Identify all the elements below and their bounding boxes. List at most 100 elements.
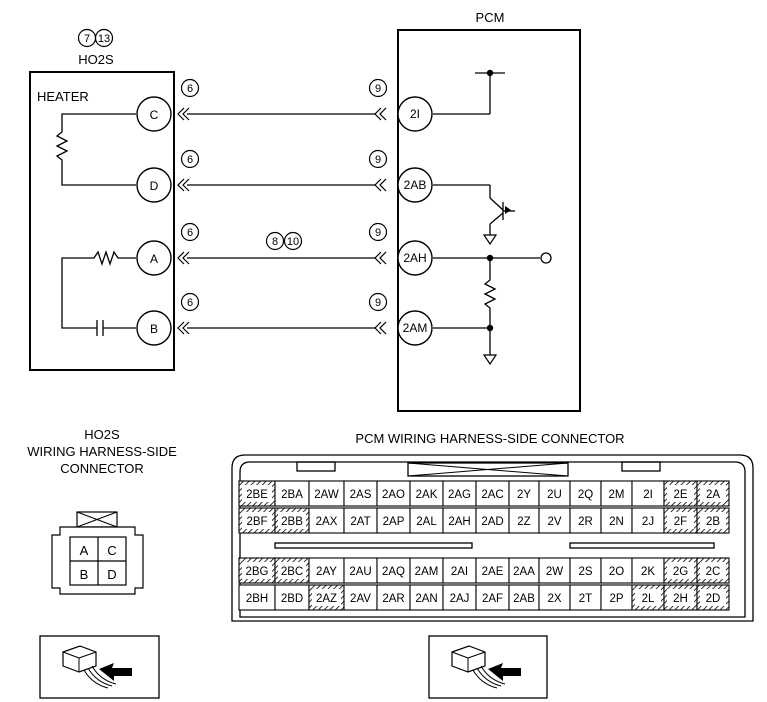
svg-text:2BG: 2BG <box>245 566 268 578</box>
pcm-cell-2h: 2H <box>663 584 698 611</box>
svg-text:HO2S: HO2S <box>84 427 120 442</box>
junction-node <box>486 254 494 262</box>
pcm-cell-2bf: 2BF <box>238 507 276 534</box>
pcm-cell-2a: 2A <box>696 480 730 507</box>
pcm-cell-2aa: 2AA <box>508 557 540 584</box>
pcm-cell-2s: 2S <box>569 557 602 584</box>
ho2s-cell-b: B <box>80 567 89 582</box>
svg-text:2AF: 2AF <box>482 593 503 605</box>
svg-text:9: 9 <box>375 83 381 95</box>
power-node <box>486 69 494 77</box>
svg-text:2Z: 2Z <box>517 516 530 528</box>
svg-text:2AK: 2AK <box>416 489 438 501</box>
svg-text:2AM: 2AM <box>415 566 439 578</box>
svg-text:9: 9 <box>375 227 381 239</box>
ho2s-cell-a: A <box>80 543 89 558</box>
pcm-cell-2ax: 2AX <box>308 507 345 534</box>
pcm-pin-callout: 9 <box>368 222 388 242</box>
pcm-cell-2w: 2W <box>538 557 571 584</box>
svg-text:13: 13 <box>98 33 110 45</box>
svg-text:B: B <box>150 322 158 336</box>
svg-text:2BB: 2BB <box>281 516 303 528</box>
pcm-cell-2af: 2AF <box>475 584 510 611</box>
pcm-cell-2z: 2Z <box>508 507 540 534</box>
pcm-cell-2t: 2T <box>569 584 602 611</box>
svg-text:2AH: 2AH <box>448 516 470 528</box>
pcm-cell-2m: 2M <box>600 480 633 507</box>
pcm-cell-2g: 2G <box>663 557 698 584</box>
pcm-internal-circuit <box>433 72 540 355</box>
ho2s-pin-callout: 6 <box>180 149 200 169</box>
pcm-connector-view-icon <box>428 635 548 699</box>
svg-text:2O: 2O <box>609 566 624 578</box>
svg-text:2AP: 2AP <box>383 516 405 528</box>
svg-text:2G: 2G <box>673 566 688 578</box>
svg-text:2AX: 2AX <box>316 516 338 528</box>
pcm-cell-2c: 2C <box>696 557 730 584</box>
svg-text:2AY: 2AY <box>316 566 337 578</box>
pcm-cell-2ao: 2AO <box>376 480 411 507</box>
ho2s-pin-callout: 6 <box>180 78 200 98</box>
svg-text:2B: 2B <box>706 516 720 528</box>
pcm-cell-2aw: 2AW <box>308 480 345 507</box>
svg-text:2AW: 2AW <box>314 489 339 501</box>
pcm-cell-2aq: 2AQ <box>376 557 411 584</box>
connector-chevron-icon <box>374 107 387 121</box>
pcm-cell-2ba: 2BA <box>274 480 310 507</box>
pcm-cell-2ab: 2AB <box>508 584 540 611</box>
svg-text:2AS: 2AS <box>350 489 372 501</box>
svg-text:6: 6 <box>187 297 193 309</box>
pcm-pin-2i: 2I9 <box>368 78 433 132</box>
pcm-cell-2av: 2AV <box>343 584 378 611</box>
ho2s-pin-c: C6 <box>136 78 200 132</box>
svg-text:2BE: 2BE <box>246 489 268 501</box>
heater-resistor <box>55 113 136 186</box>
svg-text:9: 9 <box>375 297 381 309</box>
connector-chevron-icon <box>374 251 387 265</box>
pcm-cell-2be: 2BE <box>238 480 276 507</box>
pcm-cell-2x: 2X <box>538 584 571 611</box>
pcm-cell-2n: 2N <box>600 507 633 534</box>
svg-text:2A: 2A <box>706 489 720 501</box>
connector-chevron-icon <box>177 321 190 335</box>
svg-text:2AJ: 2AJ <box>450 593 470 605</box>
connector-chevron-icon <box>374 321 387 335</box>
svg-text:7: 7 <box>84 33 90 45</box>
output-terminal <box>540 252 552 264</box>
pcm-cell-2ag: 2AG <box>442 480 477 507</box>
svg-text:2S: 2S <box>578 566 592 578</box>
svg-text:2AN: 2AN <box>415 593 437 605</box>
svg-text:2W: 2W <box>546 566 563 578</box>
pcm-cell-2al: 2AL <box>409 507 444 534</box>
ho2s-pin-callout: 6 <box>180 292 200 312</box>
pcm-box <box>397 29 581 412</box>
pcm-cell-2aj: 2AJ <box>442 584 477 611</box>
pcm-cell-2q: 2Q <box>569 480 602 507</box>
svg-text:2V: 2V <box>547 516 561 528</box>
svg-text:2C: 2C <box>706 566 721 578</box>
svg-text:2AO: 2AO <box>382 489 405 501</box>
svg-text:2AE: 2AE <box>482 566 504 578</box>
wire-callout-8: 8 <box>265 231 285 251</box>
svg-text:2N: 2N <box>609 516 624 528</box>
pcm-cell-2y: 2Y <box>508 480 540 507</box>
connector-chevron-icon <box>177 251 190 265</box>
svg-text:6: 6 <box>187 154 193 166</box>
pcm-cell-2bd: 2BD <box>274 584 310 611</box>
pcm-cell-2l: 2L <box>631 584 665 611</box>
svg-text:2AZ: 2AZ <box>316 593 337 605</box>
pcm-cell-2bg: 2BG <box>238 557 276 584</box>
pcm-cell-2ah: 2AH <box>442 507 477 534</box>
pcm-cell-2ac: 2AC <box>475 480 510 507</box>
pcm-pin-callout: 9 <box>368 292 388 312</box>
pcm-cell-2ap: 2AP <box>376 507 411 534</box>
svg-text:2J: 2J <box>642 516 654 528</box>
svg-text:2AH: 2AH <box>403 251 426 265</box>
pcm-cell-2ai: 2AI <box>442 557 477 584</box>
ho2s-pin-a: A6 <box>136 222 200 276</box>
ho2s-connector-face: A C B D <box>51 511 144 595</box>
pcm-pin-callout: 9 <box>368 78 388 98</box>
svg-text:C: C <box>150 108 159 122</box>
pcm-cell-2ae: 2AE <box>475 557 510 584</box>
ho2s-connector-title: HO2S WIRING HARNESS-SIDE CONNECTOR <box>27 427 177 476</box>
